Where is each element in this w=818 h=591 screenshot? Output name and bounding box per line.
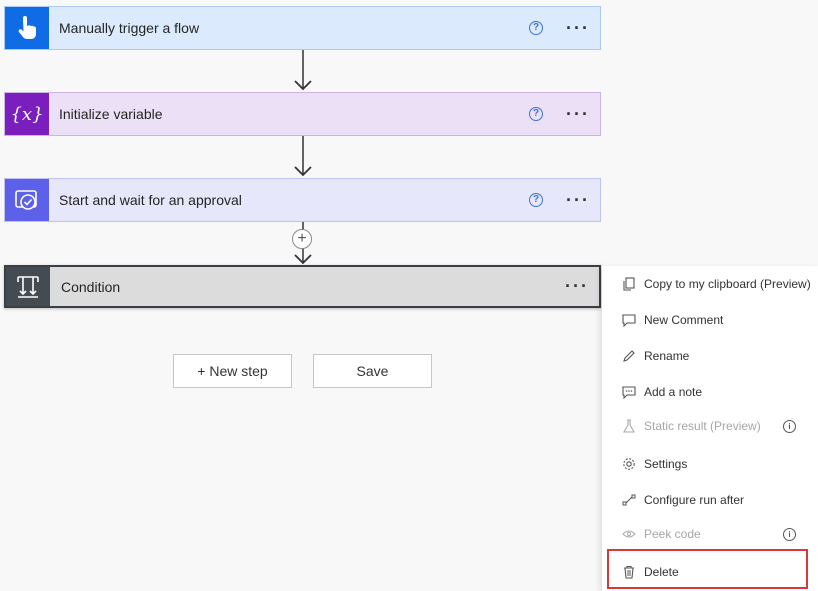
help-icon[interactable]: ? bbox=[529, 107, 543, 121]
variable-braces-icon: {x} bbox=[5, 93, 49, 135]
menu-item-label: Static result (Preview) bbox=[644, 419, 761, 433]
help-icon[interactable]: ? bbox=[529, 193, 543, 207]
run-after-icon bbox=[621, 492, 637, 508]
menu-item-label: New Comment bbox=[644, 313, 724, 327]
menu-item-label: Configure run after bbox=[644, 493, 745, 507]
approval-icon bbox=[5, 179, 49, 221]
condition-icon bbox=[6, 267, 50, 306]
menu-item-settings[interactable]: Settings bbox=[602, 449, 818, 479]
connector-arrow-2 bbox=[294, 136, 312, 177]
copy-icon bbox=[621, 276, 637, 292]
menu-item-delete[interactable]: Delete bbox=[602, 557, 818, 587]
delete-highlight-box bbox=[607, 549, 808, 589]
menu-item-configure-run-after[interactable]: Configure run after bbox=[602, 485, 818, 515]
context-menu: Copy to my clipboard (Preview) New Comme… bbox=[602, 266, 818, 591]
help-icon[interactable]: ? bbox=[529, 21, 543, 35]
info-icon[interactable]: i bbox=[783, 527, 796, 541]
more-options-icon[interactable]: ··· bbox=[566, 189, 590, 210]
menu-item-label: Settings bbox=[644, 457, 688, 471]
hand-touch-icon bbox=[5, 7, 49, 49]
add-icon: + bbox=[297, 230, 307, 247]
step-title: Initialize variable bbox=[59, 106, 163, 122]
comment-icon bbox=[621, 312, 637, 328]
step-card-condition[interactable]: Condition ··· bbox=[4, 265, 601, 308]
more-options-icon[interactable]: ··· bbox=[566, 103, 590, 124]
eye-icon bbox=[621, 526, 637, 542]
connector-arrow-1 bbox=[294, 50, 312, 91]
insert-step-button[interactable]: + bbox=[292, 229, 312, 249]
trash-icon bbox=[621, 564, 637, 580]
pencil-icon bbox=[621, 348, 637, 364]
step-title: Start and wait for an approval bbox=[59, 192, 242, 208]
step-title: Condition bbox=[61, 278, 121, 295]
menu-item-label: Delete bbox=[644, 565, 679, 579]
menu-item-label: Copy to my clipboard (Preview) bbox=[644, 277, 811, 291]
menu-item-label: Rename bbox=[644, 349, 690, 363]
menu-item-label: Add a note bbox=[644, 385, 703, 399]
step-card-manual-trigger[interactable]: Manually trigger a flow ? ··· bbox=[4, 6, 601, 50]
menu-item-peek-code[interactable]: Peek code i bbox=[602, 519, 818, 549]
more-options-icon[interactable]: ··· bbox=[565, 276, 589, 296]
menu-item-rename[interactable]: Rename bbox=[602, 341, 818, 371]
more-options-icon[interactable]: ··· bbox=[566, 17, 590, 38]
note-icon bbox=[621, 384, 637, 400]
flask-icon bbox=[621, 418, 637, 434]
new-step-button[interactable]: + New step bbox=[173, 354, 292, 388]
menu-item-new-comment[interactable]: New Comment bbox=[602, 305, 818, 335]
menu-item-static-result[interactable]: Static result (Preview) i bbox=[602, 411, 818, 441]
step-card-approval[interactable]: Start and wait for an approval ? ··· bbox=[4, 178, 601, 222]
gear-icon bbox=[621, 456, 637, 472]
menu-item-copy-clipboard[interactable]: Copy to my clipboard (Preview) bbox=[602, 269, 818, 299]
step-title: Manually trigger a flow bbox=[59, 20, 200, 36]
info-icon[interactable]: i bbox=[783, 419, 796, 433]
menu-item-add-note[interactable]: Add a note bbox=[602, 377, 818, 407]
save-button[interactable]: Save bbox=[313, 354, 432, 388]
step-card-initialize-variable[interactable]: {x} Initialize variable ? ··· bbox=[4, 92, 601, 136]
menu-item-label: Peek code bbox=[644, 527, 701, 541]
